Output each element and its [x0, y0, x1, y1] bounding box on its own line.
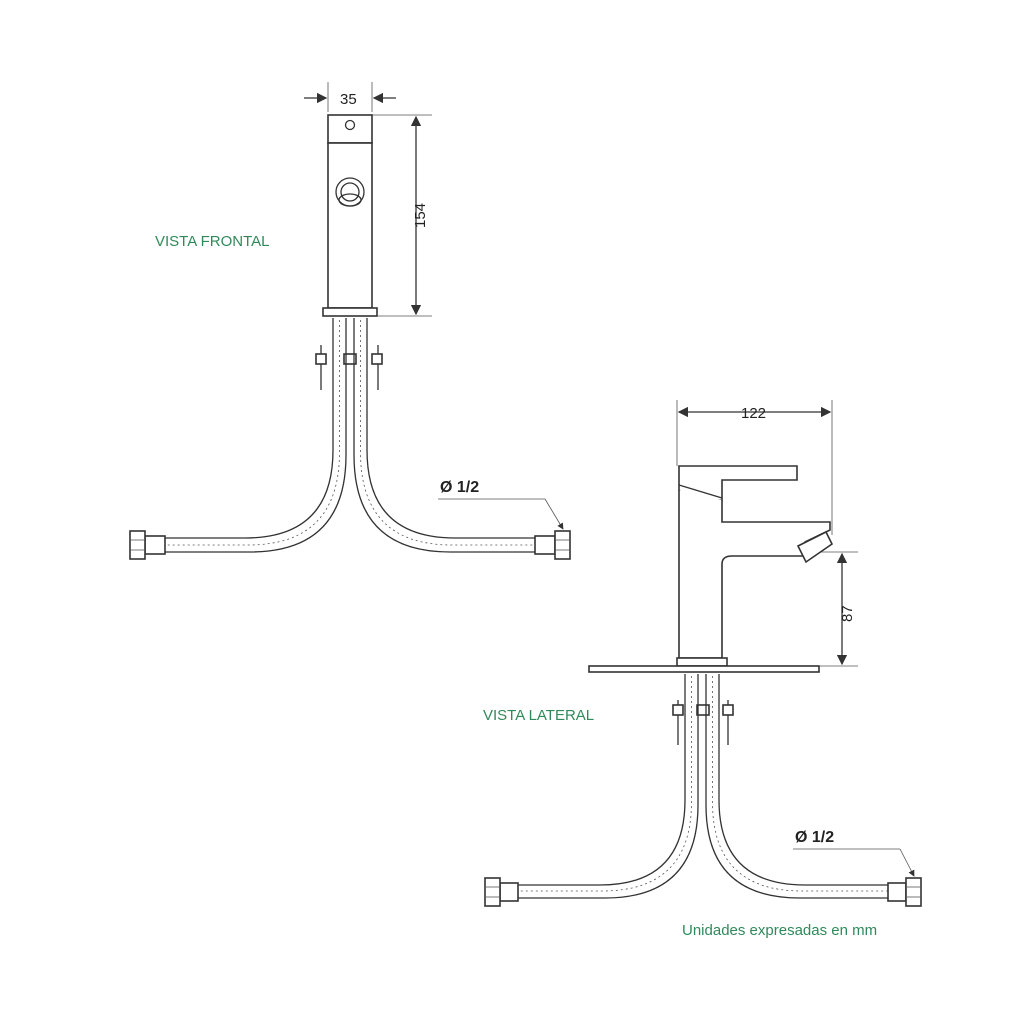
front-left-connector [129, 530, 166, 560]
front-fixing-rods [315, 345, 383, 390]
front-connector-callout: Ø 1/2 [438, 479, 564, 530]
front-connector-label: Ø 1/2 [440, 479, 479, 496]
front-height-label: 154 [412, 203, 429, 228]
front-right-connector [534, 530, 571, 560]
units-note: Unidades expresadas en mm [682, 922, 877, 939]
side-fixing-rods [672, 700, 734, 745]
front-height-dimension: 154 [372, 114, 432, 317]
front-width-label: 35 [340, 91, 357, 108]
side-view-title: VISTA LATERAL [483, 707, 594, 724]
side-connector-callout: Ø 1/2 [793, 829, 915, 877]
side-height-label: 87 [839, 605, 856, 622]
side-left-connector [484, 877, 519, 907]
front-hoses [165, 318, 535, 553]
front-faucet-body [322, 114, 378, 317]
front-view: VISTA FRONTAL 35 154 [129, 82, 571, 560]
front-view-title: VISTA FRONTAL [155, 233, 269, 250]
side-right-connector [887, 877, 922, 907]
side-hoses [510, 674, 888, 899]
side-faucet-body [588, 465, 834, 673]
side-view: VISTA LATERAL 122 87 [483, 400, 922, 907]
side-height-dimension: 87 [818, 551, 858, 667]
side-width-dimension: 122 [676, 400, 833, 535]
front-width-dimension: 35 [304, 82, 396, 112]
side-width-label: 122 [741, 405, 766, 422]
side-connector-label: Ø 1/2 [795, 829, 834, 846]
